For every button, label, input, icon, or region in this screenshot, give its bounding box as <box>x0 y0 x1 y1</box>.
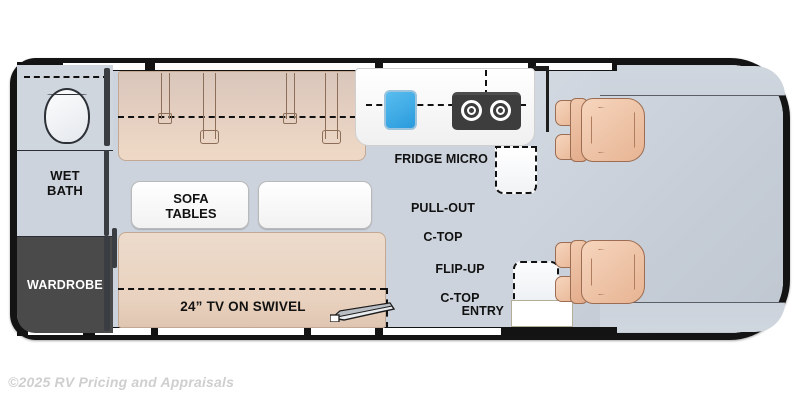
sofa-tables-label-line2: TABLES <box>165 206 217 221</box>
sofa-table-right[interactable] <box>258 181 372 229</box>
cab-bulkhead-upper <box>546 66 549 132</box>
flip-up-ctop-label-line2: C-TOP <box>440 290 480 305</box>
wall-divider-bath-lower <box>104 150 109 236</box>
bunk-strap-line-3b <box>294 73 295 119</box>
passenger-chair-cushion <box>581 240 645 304</box>
galley-cabinet-dash-vertical <box>485 70 487 106</box>
flip-up-ctop-label: FLIP-UP C-TOP <box>412 247 508 320</box>
bunk-strap-line-4a <box>325 73 326 139</box>
cab-bulkhead-upper-cap <box>534 66 548 70</box>
entry-step-icon <box>511 300 573 327</box>
sofa-bed-upper-fold-line <box>118 116 366 118</box>
bunk-strap-line-2b <box>215 73 216 139</box>
wardrobe-room <box>17 236 113 333</box>
wall-divider-wardrobe <box>104 236 110 331</box>
pull-out-ctop-label: PULL-OUT C-TOP <box>390 186 496 259</box>
entry-label: ENTRY <box>461 304 504 318</box>
bunk-strap-line-1b <box>169 73 170 119</box>
tv-label: 24” TV ON SWIVEL <box>180 299 306 314</box>
window-top-4 <box>536 63 612 70</box>
bunk-strap-line-1a <box>161 73 162 119</box>
shower-curtain-track <box>24 76 109 78</box>
pull-out-counter-extension <box>495 146 537 194</box>
flip-up-counter-extension <box>513 261 559 303</box>
passenger-captain-chair[interactable] <box>555 240 647 304</box>
copyright-watermark: ©2025 RV Pricing and Appraisals <box>8 374 235 390</box>
sofa-tables-label-line1: SOFA <box>173 191 209 206</box>
toilet-lid-line <box>47 94 87 95</box>
toilet-icon <box>44 88 90 144</box>
bunk-strap-buckle-1 <box>158 113 172 124</box>
burner-left-icon <box>461 100 482 121</box>
bunk-strap-line-3a <box>286 73 287 119</box>
wet-bath-label-line2: BATH <box>47 183 83 198</box>
bunk-strap-line-4b <box>337 73 338 139</box>
bunk-strap-line-2a <box>203 73 204 139</box>
window-top-3 <box>383 63 528 70</box>
window-bottom-4 <box>311 328 375 335</box>
sofa-table-left[interactable]: SOFA TABLES <box>131 181 249 229</box>
wall-divider-bath-upper <box>104 68 110 146</box>
driver-chair-cushion <box>581 98 645 162</box>
fridge-micro-label: FRIDGE MICRO <box>394 152 488 166</box>
pull-out-ctop-label-line1: PULL-OUT <box>411 200 475 215</box>
bunk-strap-buckle-4 <box>322 130 341 144</box>
galley-cabinet-dash-line <box>366 104 526 106</box>
bunk-strap-buckle-2 <box>200 130 219 144</box>
wet-bath-label-line1: WET <box>50 168 80 183</box>
wardrobe-label: WARDROBE <box>27 278 103 292</box>
cab-dash-curve-top <box>600 66 785 96</box>
cab-dash-curve-bottom <box>600 302 785 332</box>
pull-out-ctop-label-line2: C-TOP <box>423 229 463 244</box>
window-bottom-3 <box>158 328 304 335</box>
wet-bath-label: WET BATH <box>17 168 113 198</box>
burner-right-icon <box>490 100 511 121</box>
window-bottom-5 <box>383 328 501 335</box>
bunk-strap-buckle-3 <box>283 113 297 124</box>
window-bottom-2 <box>95 328 151 335</box>
burner-right-inner-icon <box>496 106 505 115</box>
flip-up-ctop-label-line1: FLIP-UP <box>435 261 485 276</box>
kitchen-sink-icon <box>384 90 417 130</box>
burner-left-inner-icon <box>467 106 476 115</box>
sofa-bed-lower-fold-line <box>118 288 386 290</box>
window-top-2 <box>155 63 375 70</box>
driver-captain-chair[interactable] <box>555 98 647 162</box>
wall-stub-lower <box>112 228 117 268</box>
swivel-tv-icon <box>330 302 396 322</box>
